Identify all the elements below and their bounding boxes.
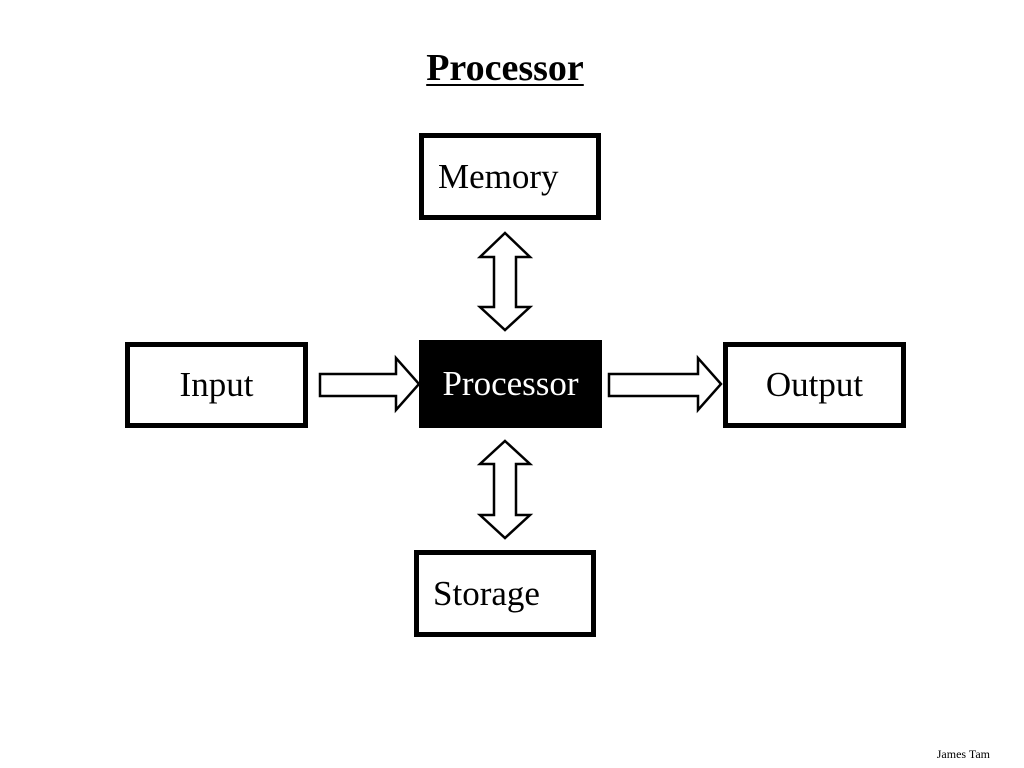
processor-to-output-arrow <box>607 354 723 414</box>
slide-title: Processor <box>426 47 584 89</box>
memory-label: Memory <box>438 156 559 196</box>
processor-box: Processor <box>419 340 602 428</box>
storage-box: Storage <box>414 550 596 637</box>
author-footer: James Tam <box>936 747 990 761</box>
input-box: Input <box>125 342 308 428</box>
memory-box: Memory <box>419 133 601 220</box>
output-box: Output <box>723 342 906 428</box>
processor-label: Processor <box>442 364 579 403</box>
storage-label: Storage <box>433 573 540 613</box>
input-label: Input <box>179 365 254 404</box>
input-to-processor-arrow <box>318 354 421 414</box>
memory-processor-double-arrow <box>476 231 534 332</box>
processor-storage-double-arrow <box>476 439 534 540</box>
output-label: Output <box>765 365 864 404</box>
